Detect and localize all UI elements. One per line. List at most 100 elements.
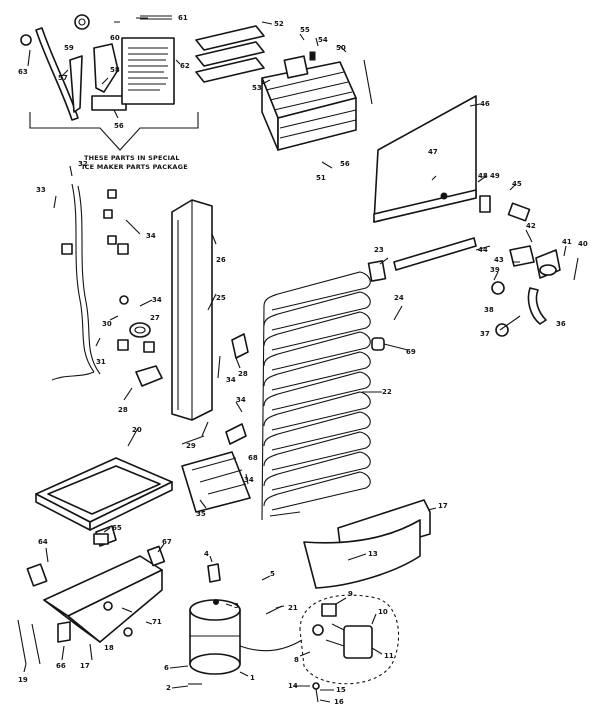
part-label-58: 58: [110, 66, 120, 74]
part-label-57: 57: [58, 74, 68, 82]
fan-blade: [539, 264, 557, 276]
compressor-suction-line: [239, 639, 303, 652]
drain-pan-front: [89, 481, 173, 531]
instructions-text-lines: [128, 47, 168, 91]
harness-plug: [117, 339, 129, 351]
part-label-18: 18: [104, 644, 114, 652]
drain-pan-inner: [47, 465, 161, 515]
part-label-66: 66: [56, 662, 66, 670]
compressor-terminal: [213, 599, 219, 605]
part-label-48: 48: [478, 172, 488, 180]
mounting-plate-front: [67, 569, 163, 643]
ice-maker-package-bracket: [29, 112, 199, 151]
part-label-56-mid: 56: [340, 160, 350, 168]
part-label-51: 51: [316, 174, 326, 182]
relay-clip: [321, 603, 337, 617]
part-label-2: 2: [166, 684, 171, 692]
part-label-32: 32: [78, 160, 88, 168]
harness-main-wire: [71, 183, 95, 373]
clip-bracket: [225, 423, 247, 445]
part-label-41: 41: [562, 238, 572, 246]
part-label-34-d: 34: [236, 396, 246, 404]
ice-maker-shutoff-bracket: [93, 43, 119, 93]
harness-clip-3: [107, 235, 117, 245]
part-label-38: 38: [484, 306, 494, 314]
drain-hose: [527, 287, 547, 325]
mount-bracket-right: [146, 545, 166, 567]
defrost-timer-ring: [129, 322, 151, 338]
part-label-17-top: 17: [438, 502, 448, 510]
ice-maker-arm: [69, 55, 83, 113]
center-small-parts: [181, 333, 251, 513]
part-label-28-center: 28: [238, 370, 248, 378]
ice-maker-grommet: [74, 14, 90, 30]
ice-maker-mounting-plate: [91, 95, 127, 111]
package-note-line-2: ICE MAKER PARTS PACKAGE: [82, 163, 188, 171]
compressor-assembly: [188, 563, 303, 685]
part-label-3: 3: [234, 602, 239, 610]
harness-connector-left: [61, 243, 73, 255]
part-label-17-bottom: 17: [80, 662, 90, 670]
evaporator-clip: [309, 51, 316, 61]
part-label-1: 1: [250, 674, 255, 682]
mount-clip: [93, 533, 109, 545]
part-label-55: 55: [300, 26, 310, 34]
part-label-64: 64: [38, 538, 48, 546]
part-label-5: 5: [270, 570, 275, 578]
part-label-8: 8: [294, 656, 299, 664]
panel-assembly: [303, 499, 431, 589]
part-label-44: 44: [478, 246, 488, 254]
wiring-harness: [51, 183, 163, 387]
part-label-31: 31: [96, 358, 106, 366]
evaporator-assembly: [195, 25, 373, 151]
part-label-10: 10: [378, 608, 388, 616]
part-label-29: 29: [186, 442, 196, 450]
part-label-53: 53: [252, 84, 262, 92]
part-label-21: 21: [288, 604, 298, 612]
part-label-43: 43: [494, 256, 504, 264]
part-label-54: 54: [318, 36, 328, 44]
spring-pin: [573, 257, 579, 281]
part-label-71: 71: [152, 618, 162, 626]
part-label-36: 36: [556, 320, 566, 328]
compressor-clip: [207, 563, 221, 583]
relay-screw-shank: [315, 688, 319, 703]
condenser-serpentine-tube: [263, 271, 371, 511]
mount-foot: [57, 621, 71, 643]
support-pin: [217, 355, 221, 379]
package-note-line-1: THESE PARTS IN SPECIAL: [84, 154, 180, 162]
part-label-15: 15: [336, 686, 346, 694]
drain-trap: [367, 260, 387, 282]
relay-inset-circle: [299, 594, 400, 685]
part-label-56-top: 56: [114, 122, 124, 130]
drain-grommet: [491, 281, 505, 295]
mount-screws: [17, 619, 41, 665]
ice-maker-instructions-sheet: [121, 37, 175, 105]
ice-maker-parts-group: THESE PARTS IN SPECIAL ICE MAKER PARTS P…: [20, 14, 199, 171]
part-label-35: 35: [196, 510, 206, 518]
evaporator-tube-1: [195, 25, 265, 51]
thermostat-knob: [507, 202, 531, 222]
drain-fitting: [509, 245, 535, 267]
bracket-ribs: [191, 457, 247, 495]
part-label-11: 11: [384, 652, 394, 660]
ice-maker-grommet-hole: [78, 18, 86, 26]
part-label-22: 22: [382, 388, 392, 396]
harness-plug-2: [143, 341, 155, 353]
part-label-50: 50: [336, 44, 346, 52]
part-label-40: 40: [578, 240, 588, 248]
evaporator-cover-assembly: [373, 95, 531, 223]
compressor-bottom: [189, 653, 241, 675]
part-label-9: 9: [348, 590, 353, 598]
part-label-4: 4: [204, 550, 209, 558]
cover-clip: [479, 195, 491, 213]
part-label-47: 47: [428, 148, 438, 156]
part-label-62: 62: [180, 62, 190, 70]
overload-relay: [343, 625, 373, 659]
defrost-timer-ring-inner: [134, 326, 146, 334]
harness-clip-4: [117, 243, 129, 255]
mount-grommet-2: [123, 627, 133, 637]
part-label-25: 25: [216, 294, 226, 302]
